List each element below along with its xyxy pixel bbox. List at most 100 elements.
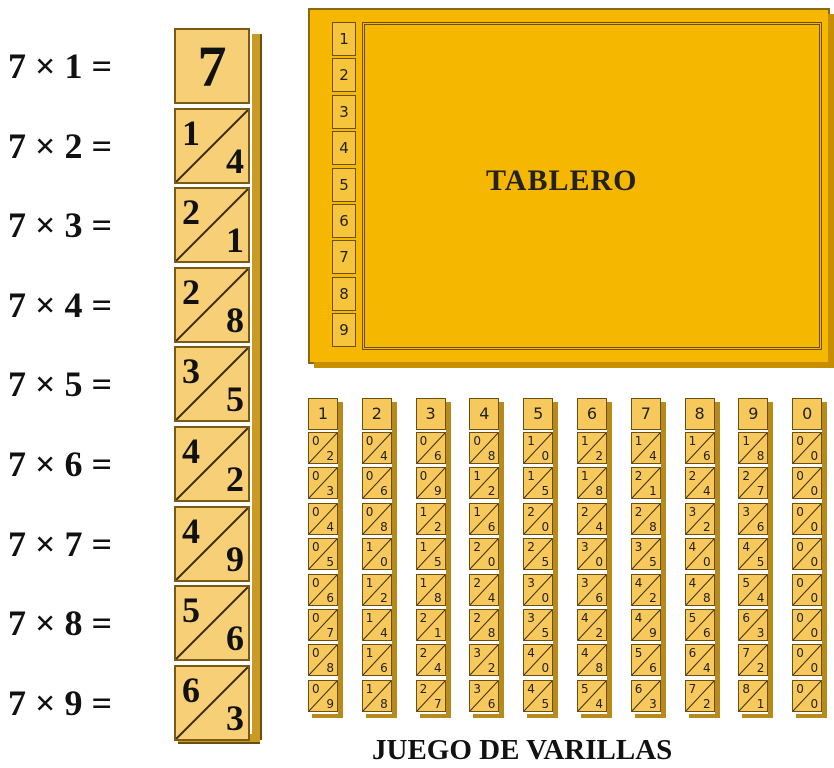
units-digit: 2 [434,520,442,534]
tens-digit: 0 [366,469,374,483]
units-digit: 4 [595,697,603,711]
tens-digit: 7 [742,646,750,660]
rod-cell: 64 [685,644,715,676]
tens-digit: 3 [182,350,200,392]
tens-digit: 0 [312,682,320,696]
tens-digit: 1 [366,576,374,590]
tens-digit: 1 [742,434,750,448]
units-digit: 3 [757,626,765,640]
tens-digit: 2 [473,611,481,625]
units-digit: 0 [811,626,819,640]
tens-digit: 2 [742,469,750,483]
rod-shade [553,402,558,716]
board-row-number: 8 [332,277,356,311]
units-digit: 6 [434,449,442,463]
tens-digit: 5 [742,576,750,590]
tens-digit: 6 [689,646,697,660]
units-digit: 8 [488,449,496,463]
units-digit: 5 [649,555,657,569]
units-digit: 4 [326,520,334,534]
rod-2: 20406081012141618 [362,398,394,716]
tens-digit: 0 [796,646,804,660]
rod-shade [499,402,504,716]
tens-digit: 1 [182,112,200,154]
rod-cell: 32 [469,644,499,676]
rod-cell: 54 [738,574,768,606]
rod-cell: 16 [469,503,499,535]
tens-digit: 1 [366,611,374,625]
units-digit: 2 [595,626,603,640]
rod-cell: 28 [469,609,499,641]
tens-digit: 2 [420,682,428,696]
tens-digit: 4 [182,510,200,552]
rod-shade [768,402,773,716]
units-digit: 3 [326,484,334,498]
tens-digit: 2 [420,611,428,625]
units-digit: 5 [326,555,334,569]
tens-digit: 3 [581,576,589,590]
tens-digit: 0 [312,469,320,483]
rod-cell: 12 [469,467,499,499]
rod-cell: 14 [362,609,392,641]
rod-cell: 16 [685,432,715,464]
units-digit: 6 [703,626,711,640]
big-rod-cell: 14 [174,108,250,184]
tens-digit: 2 [182,271,200,313]
units-digit: 8 [649,520,657,534]
rod-cell: 36 [738,503,768,535]
tens-digit: 5 [182,589,200,631]
tens-digit: 4 [182,430,200,472]
rod-cell: 32 [685,503,715,535]
tens-digit: 4 [527,682,535,696]
rod-cell: 36 [577,574,607,606]
rod-cell: 18 [577,467,607,499]
tens-digit: 2 [420,646,428,660]
units-digit: 8 [703,591,711,605]
tens-digit: 0 [473,434,481,448]
rod-cell: 49 [631,609,661,641]
tens-digit: 4 [581,611,589,625]
rod-cell: 12 [416,503,446,535]
tens-digit: 1 [420,576,428,590]
tens-digit: 6 [742,611,750,625]
big-rod-cell: 35 [174,346,250,422]
units-digit: 0 [811,555,819,569]
tens-digit: 3 [689,505,697,519]
units-digit: 4 [380,449,388,463]
rod-shade [715,402,720,716]
tens-digit: 1 [473,469,481,483]
rod-cell: 24 [685,467,715,499]
rod-cell: 20 [523,503,553,535]
rod-9: 91827364554637281 [738,398,770,716]
units-digit: 0 [488,555,496,569]
tens-digit: 5 [635,646,643,660]
units-digit: 5 [542,697,550,711]
rod-cell: 08 [362,503,392,535]
tens-digit: 3 [473,646,481,660]
rod-cell: 00 [792,432,822,464]
units-digit: 2 [326,449,334,463]
tens-digit: 1 [581,434,589,448]
rods-label: JUEGO DE VARILLAS [372,734,672,767]
tens-digit: 6 [182,669,200,711]
big-rod-cell: 63 [174,665,250,741]
rod-shade [446,402,451,716]
rod-cell: 21 [416,609,446,641]
rod-head: 0 [792,398,822,430]
units-digit: 8 [326,661,334,675]
tens-digit: 3 [635,540,643,554]
units-digit: 9 [434,484,442,498]
rod-cell: 12 [362,574,392,606]
units-digit: 2 [703,520,711,534]
units-digit: 0 [811,449,819,463]
tens-digit: 1 [473,505,481,519]
equation-label: 7 × 1 = [8,48,158,84]
rod-cell: 56 [685,609,715,641]
rod-shade-bottom [473,714,504,718]
board-row-number: 5 [332,168,356,202]
tens-digit: 0 [366,505,374,519]
tens-digit: 4 [527,646,535,660]
